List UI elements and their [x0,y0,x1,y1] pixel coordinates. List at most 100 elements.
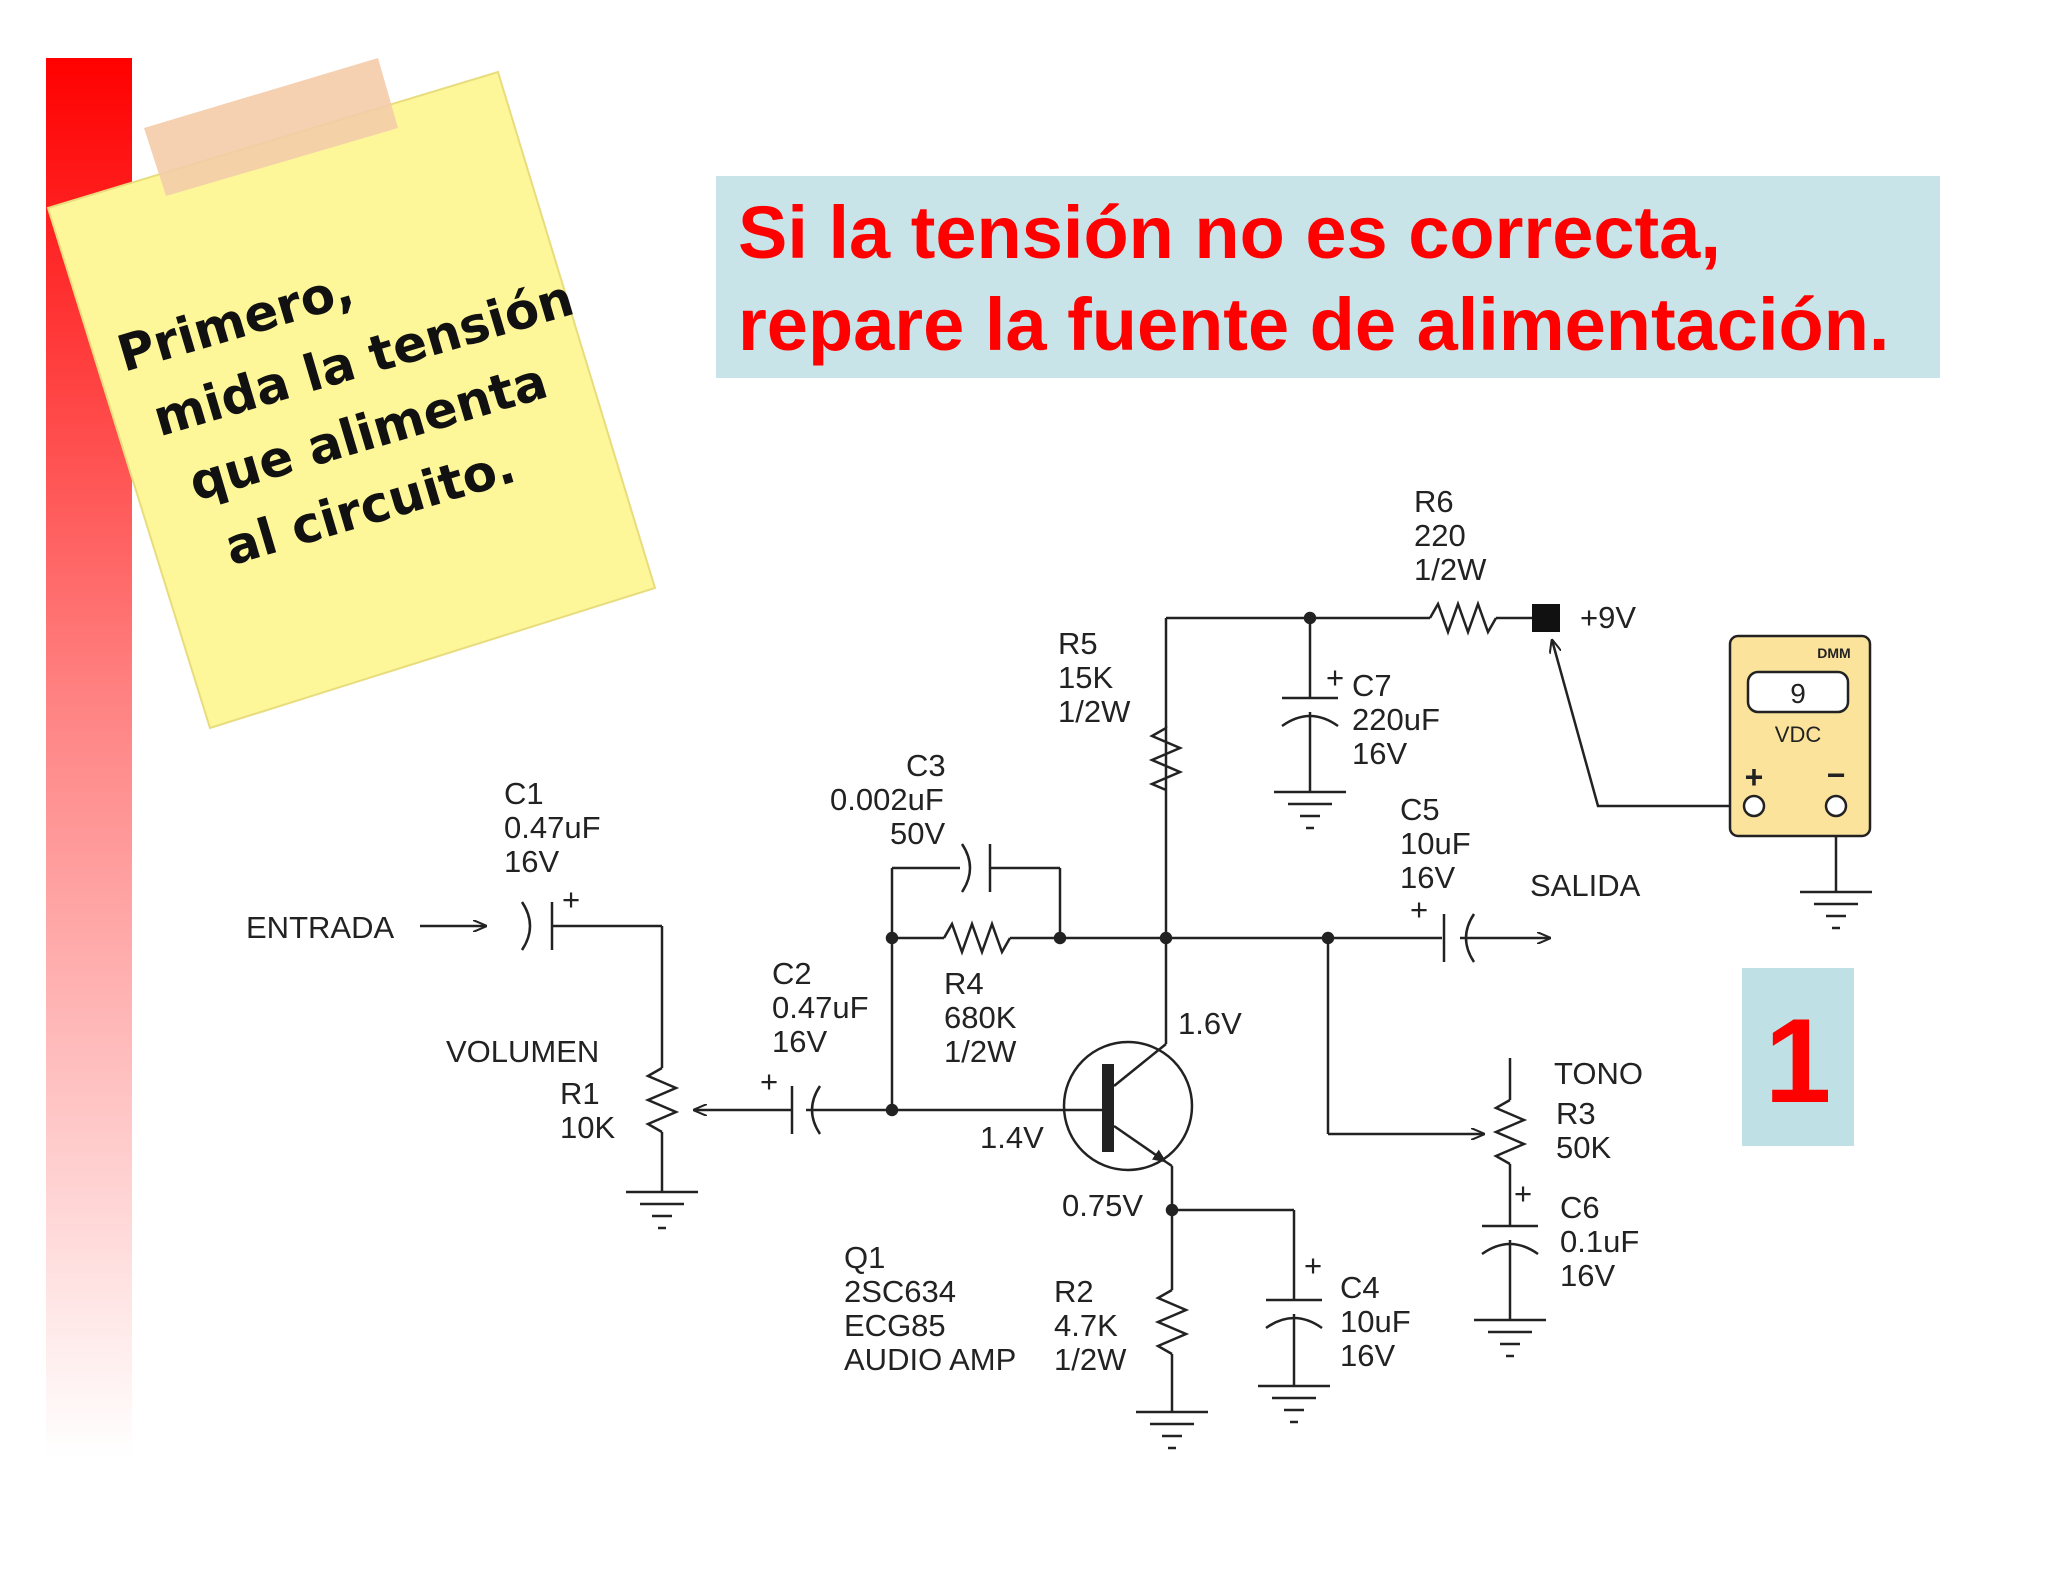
label-q1: Q1 2SC634 ECG85 AUDIO AMP [844,1240,1016,1377]
c4-value: 10uF [1340,1304,1411,1339]
r2-name: R2 [1054,1274,1094,1309]
r2-value: 4.7K [1054,1308,1118,1343]
page-number: 1 [1765,994,1832,1128]
label-c7: C7 220uF 16V [1352,668,1449,771]
c2-plus: + [760,1064,778,1099]
page-number-box: 1 [1742,968,1854,1146]
dmm-display [1746,670,1850,714]
banner-line-2: repare la fuente de alimentación. [738,283,1889,366]
c1-capacitor [520,901,662,951]
tape [144,58,398,196]
label-c2: C2 0.47uF 16V [772,956,877,1059]
label-c5: C5 10uF 16V [1400,792,1479,895]
c6-plus: + [1514,1176,1532,1211]
label-entrada: ENTRADA [246,910,394,945]
label-v-base: 1.4V [980,1120,1044,1155]
schematic-labels: ENTRADA SALIDA VOLUMEN TONO +9V C1 0.47u… [246,484,1648,1377]
label-r1: R1 10K [560,1076,615,1145]
c1-value: 0.47uF [504,810,601,845]
r5-name: R5 [1058,626,1098,661]
label-r6: R6 220 1/2W [1414,484,1487,587]
r2-rating: 1/2W [1054,1342,1127,1377]
r3-value: 50K [1556,1130,1611,1165]
c7-name: C7 [1352,668,1392,703]
c2-value: 0.47uF [772,990,869,1025]
label-r2: R2 4.7K 1/2W [1054,1274,1127,1377]
r6-name: R6 [1414,484,1454,519]
c1-rating: 16V [504,844,559,879]
label-tono: TONO [1554,1056,1643,1091]
r6-resistor [1428,600,1498,636]
r5-value: 15K [1058,660,1113,695]
dmm-minus-jack [1824,794,1848,818]
sticky-note: Primero, mida la tensión que alimenta al… [46,58,657,730]
q1-transistor [1062,938,1194,1172]
c7-plus: + [1326,660,1344,695]
ground-c6 [1474,1318,1546,1358]
label-c3: C3 0.002uF 50V [830,748,954,851]
dmm-plus: + [1745,759,1764,795]
r3-name: R3 [1556,1096,1596,1131]
r4-name: R4 [944,966,984,1001]
dmm-reading: 9 [1790,678,1806,709]
dmm-brand: DMM [1817,645,1850,661]
label-c4: C4 10uF 16V [1340,1270,1419,1373]
ground-r2 [1136,1410,1208,1450]
c2-capacitor [790,1085,1066,1135]
q1-ecg: ECG85 [844,1308,946,1343]
dmm-minus: − [1827,757,1846,793]
label-supply: +9V [1580,600,1636,635]
c4-name: C4 [1340,1270,1380,1305]
c6-name: C6 [1560,1190,1600,1225]
r1-name: R1 [560,1076,600,1111]
label-v-emitter: 0.75V [1062,1188,1143,1223]
r1-resistor [644,1066,680,1134]
q1-desc: AUDIO AMP [844,1342,1016,1377]
r2-resistor [1154,1288,1190,1356]
label-r3: R3 50K [1556,1096,1611,1165]
c6-rating: 16V [1560,1258,1615,1293]
ground-r1 [626,1190,698,1230]
r3-resistor [1492,1098,1528,1166]
dmm-unit: VDC [1775,722,1822,747]
label-c1: C1 0.47uF 16V [504,776,609,879]
supply-terminal [1532,604,1560,632]
dmm-plus-jack [1742,794,1766,818]
c2-rating: 16V [772,1024,827,1059]
r6-rating: 1/2W [1414,552,1487,587]
c3-rating: 50V [890,816,945,851]
c5-plus: + [1410,892,1428,927]
c4-rating: 16V [1340,1338,1395,1373]
schematic [420,600,1872,1450]
r6-value: 220 [1414,518,1466,553]
label-r5: R5 15K 1/2W [1058,626,1131,729]
ground-c7 [1274,790,1346,830]
c3-capacitor [960,843,972,893]
label-c6: C6 0.1uF 16V [1560,1190,1648,1293]
c7-value: 220uF [1352,702,1440,737]
c5-rating: 16V [1400,860,1455,895]
r5-rating: 1/2W [1058,694,1131,729]
label-r4: R4 680K 1/2W [944,966,1025,1069]
r5-resistor [1148,725,1184,792]
c5-value: 10uF [1400,826,1471,861]
r4-rating: 1/2W [944,1034,1017,1069]
c4-plus: + [1304,1248,1322,1283]
banner-line-1: Si la tensión no es correcta, [738,191,1721,274]
c7-rating: 16V [1352,736,1407,771]
c1-plus: + [562,882,580,917]
r4-resistor [942,920,1012,956]
c3-name: C3 [906,748,946,783]
title-banner: Si la tensión no es correcta, repare la … [716,176,1940,378]
c5-name: C5 [1400,792,1440,827]
dmm-meter: DMM 9 VDC + − [1728,634,1872,838]
c3-value: 0.002uF [830,782,944,817]
c6-value: 0.1uF [1560,1224,1639,1259]
r4-value: 680K [944,1000,1017,1035]
label-salida: SALIDA [1530,868,1641,903]
q1-part: 2SC634 [844,1274,956,1309]
dmm-probe-lead [1552,640,1754,808]
q1-name: Q1 [844,1240,885,1275]
ground-c4 [1258,1384,1330,1424]
c1-name: C1 [504,776,544,811]
